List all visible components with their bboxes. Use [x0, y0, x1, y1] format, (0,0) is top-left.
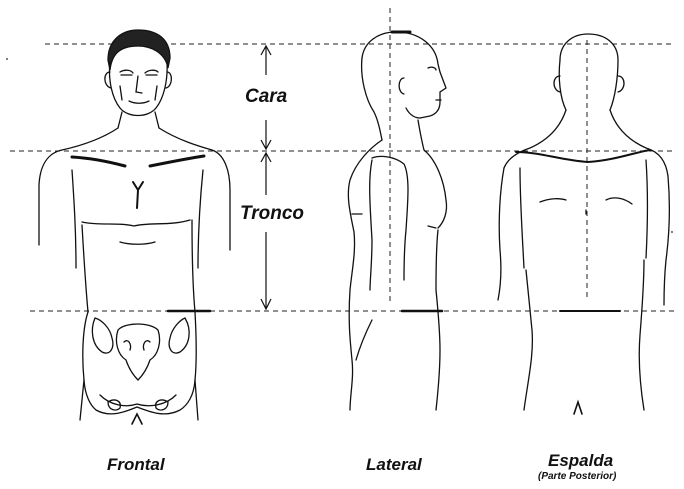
back-arm-inner-left — [520, 168, 524, 268]
back-head — [560, 34, 618, 110]
frontal-chest-line — [82, 220, 190, 226]
frontal-figure — [39, 30, 230, 424]
frontal-pelvis-iliac-left — [92, 318, 113, 353]
frontal-head — [109, 62, 167, 116]
frontal-pelvis-iliac-right — [169, 318, 189, 353]
label-espalda: Espalda — [548, 451, 613, 471]
back-arm-right — [664, 176, 669, 305]
lateral-jaw — [406, 108, 420, 118]
lateral-arm-back — [370, 160, 372, 290]
lateral-back-head — [362, 58, 382, 140]
back-gluteal-cleft — [574, 402, 582, 414]
frontal-nose — [136, 76, 142, 93]
frontal-hair — [108, 30, 170, 70]
frontal-legs — [80, 380, 198, 420]
frontal-sacrum — [116, 324, 159, 380]
lateral-figure — [348, 32, 446, 410]
frontal-clavicle-right — [150, 156, 204, 166]
frontal-sacrum-detail — [124, 341, 150, 350]
frontal-mouth — [129, 101, 149, 103]
scan-dot — [6, 58, 8, 60]
label-lateral: Lateral — [366, 455, 422, 475]
scan-dot-2 — [671, 231, 673, 233]
back-scapula-right — [606, 198, 632, 204]
frontal-torso-left — [82, 225, 88, 312]
back-neck — [504, 110, 668, 176]
label-espalda-sub: (Parte Posterior) — [538, 471, 616, 482]
lateral-eye — [428, 67, 436, 70]
lateral-front-torso — [436, 230, 440, 410]
lateral-ear — [399, 78, 404, 94]
back-figure — [498, 34, 669, 414]
frontal-abdomen-line — [120, 242, 155, 244]
lateral-buttock — [356, 320, 372, 360]
frontal-neck — [118, 112, 159, 128]
frontal-arm-inner-left — [72, 170, 76, 268]
back-head-left — [559, 60, 566, 110]
label-cara: Cara — [245, 86, 287, 108]
lateral-back — [348, 140, 382, 410]
frontal-pubic-arch — [132, 414, 142, 424]
label-tronco: Tronco — [240, 203, 304, 225]
back-ear-right — [618, 76, 624, 92]
back-scapula-left — [540, 199, 566, 202]
lateral-nipple — [428, 226, 436, 228]
back-trapezius — [516, 150, 650, 162]
back-arm-left — [498, 168, 504, 300]
lateral-neck-front — [418, 120, 424, 150]
frontal-sternum — [133, 182, 143, 208]
frontal-eye-right — [145, 70, 158, 75]
frontal-arm-inner-right — [198, 170, 203, 268]
frontal-clavicle-left — [72, 157, 125, 166]
lateral-chest — [424, 150, 447, 228]
lateral-head — [362, 32, 446, 118]
frontal-pelvis-outer — [83, 312, 196, 414]
back-torso-right — [639, 260, 644, 410]
frontal-torso-right — [192, 220, 195, 312]
back-torso-left — [524, 270, 532, 410]
label-frontal: Frontal — [107, 455, 165, 475]
back-arm-inner-right — [646, 160, 648, 258]
frontal-eye-left — [120, 70, 133, 75]
